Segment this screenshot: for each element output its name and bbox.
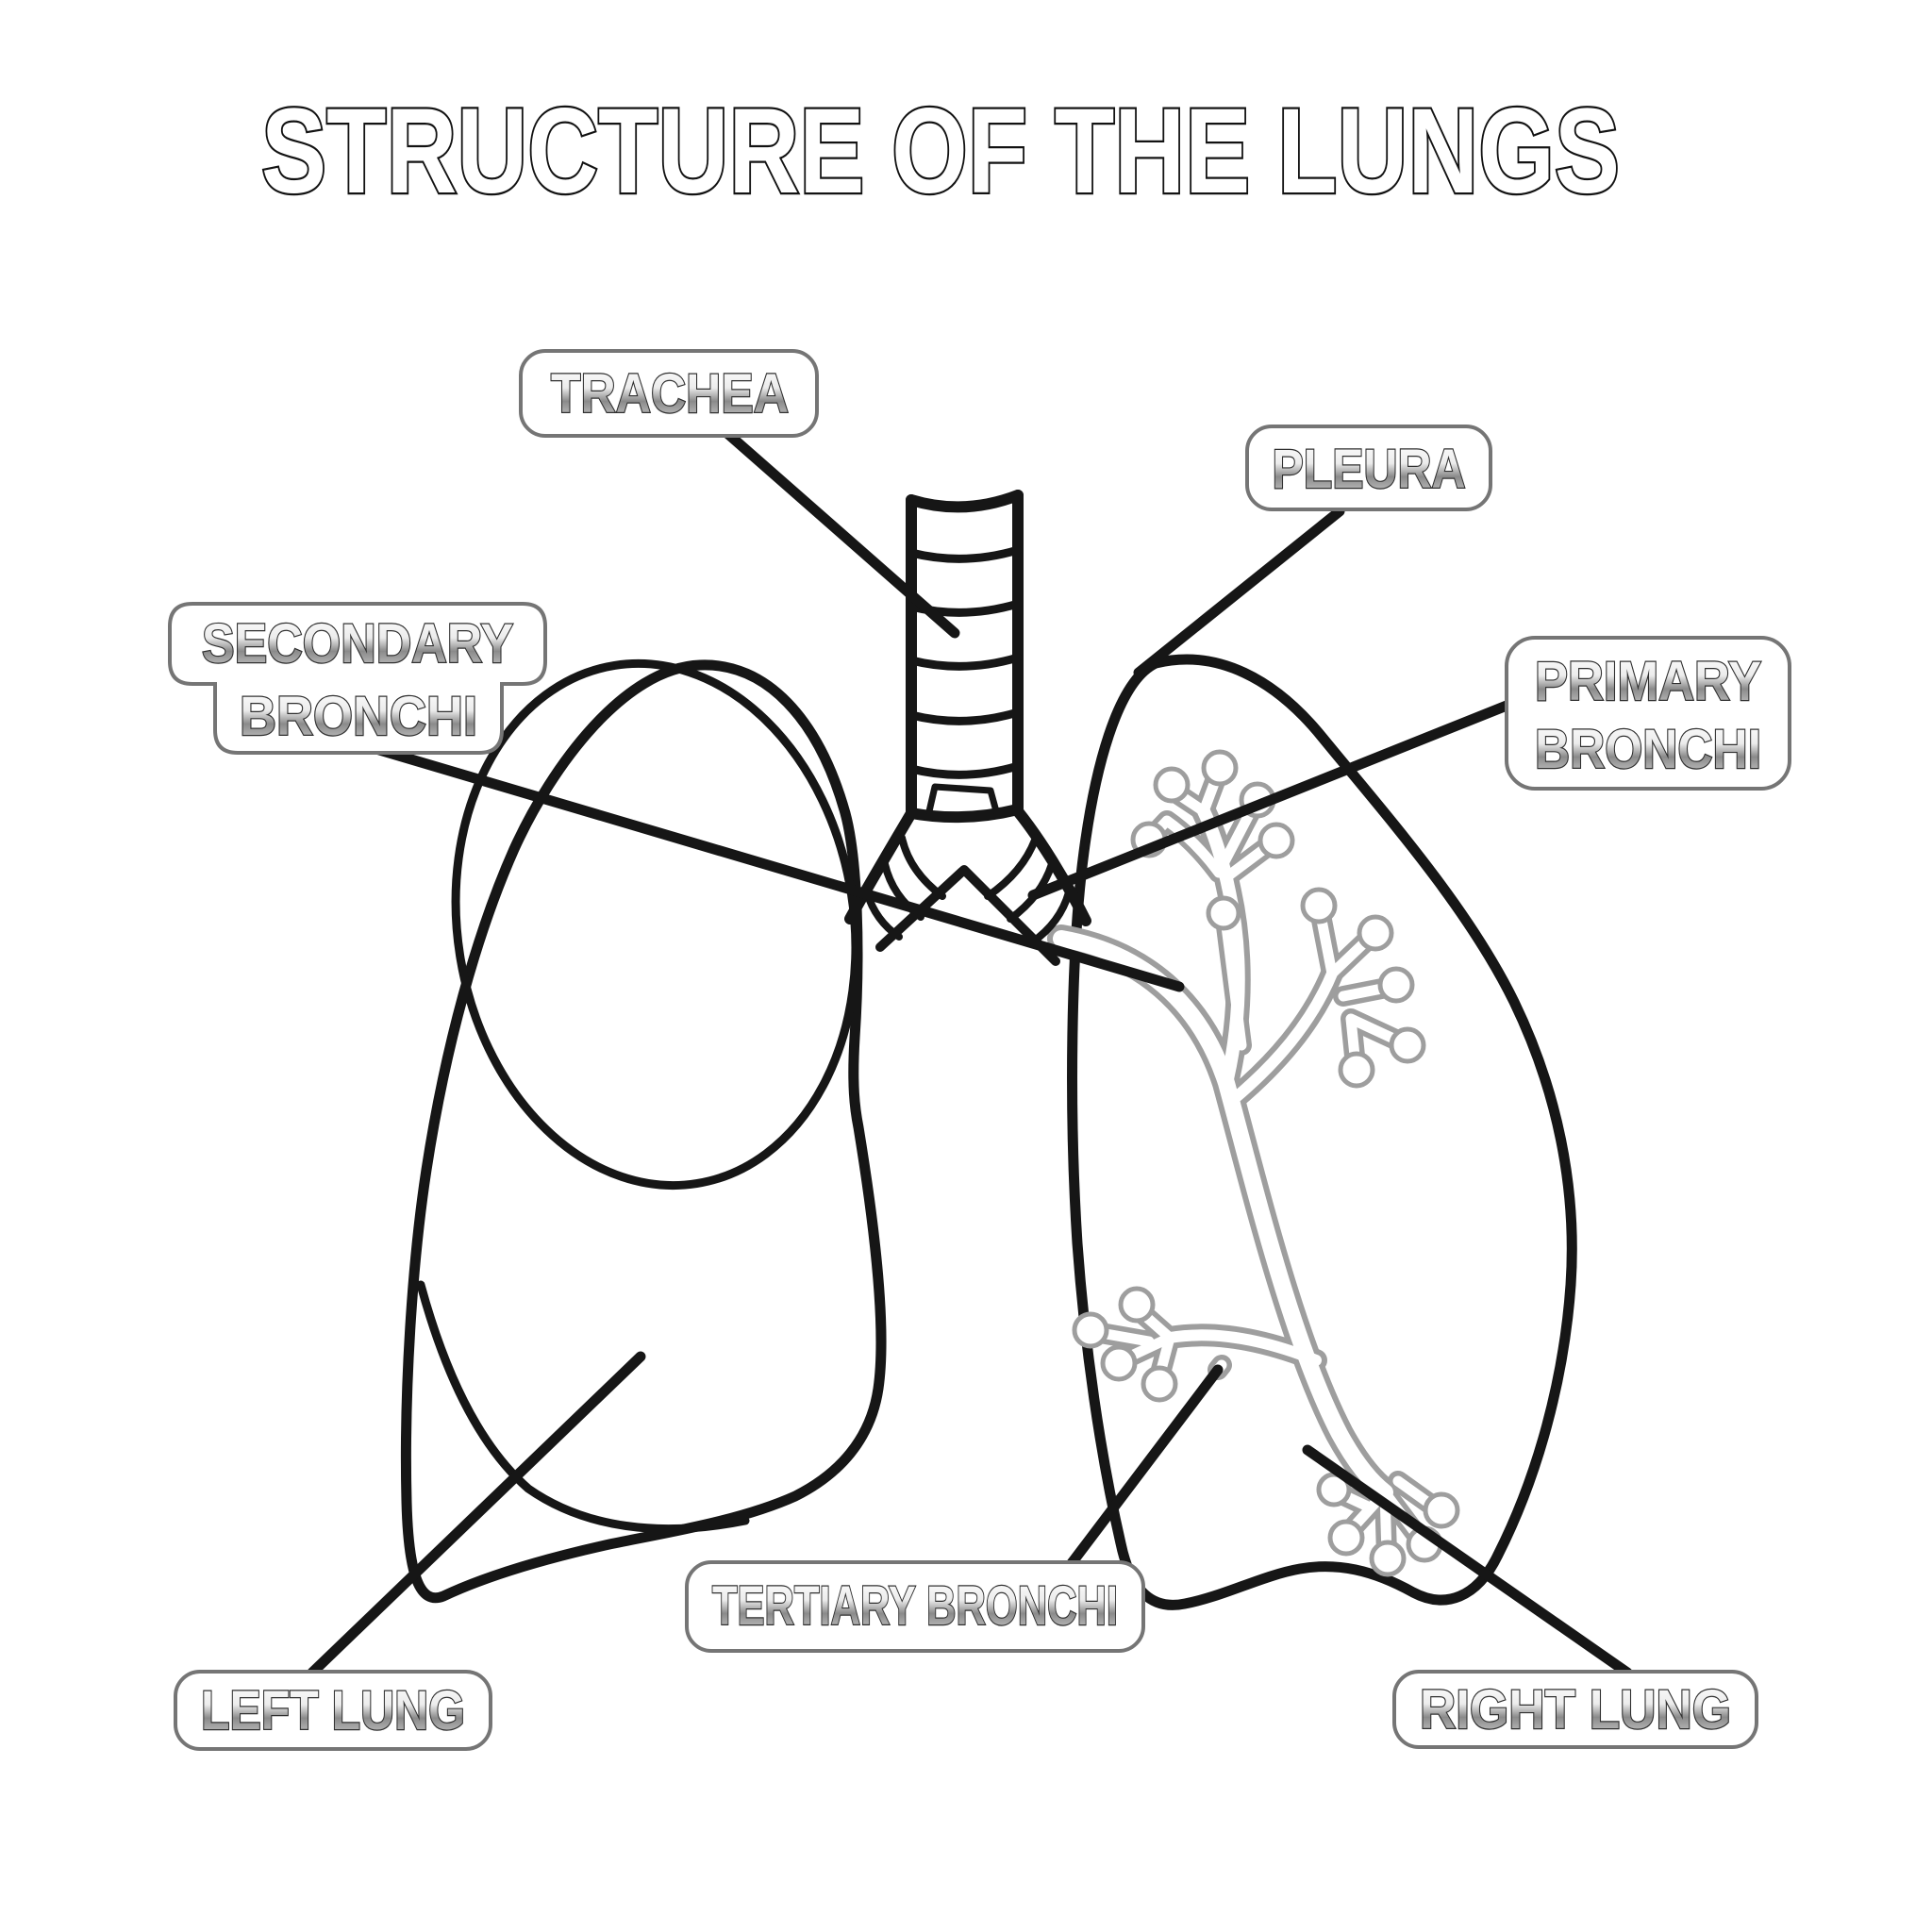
left-lung-outline bbox=[400, 659, 887, 1604]
label-secondary-bronchi: SECONDARY BRONCHI bbox=[168, 602, 547, 755]
trachea-drawing bbox=[844, 490, 1091, 966]
leader-lines bbox=[307, 416, 1633, 1678]
leader-line-trachea bbox=[708, 416, 960, 639]
carina bbox=[875, 865, 1060, 966]
leader-line-right-lung bbox=[1302, 1444, 1633, 1678]
label-right-lung: RIGHT LUNG bbox=[1392, 1670, 1758, 1749]
label-text-secondary-bronchi: BRONCHI bbox=[240, 686, 477, 747]
leader-line-primary-bronchi bbox=[1027, 700, 1512, 901]
label-box-primary-bronchi bbox=[1505, 636, 1791, 791]
label-text-right-lung: RIGHT LUNG bbox=[1420, 1679, 1731, 1740]
label-tertiary-bronchi: TERTIARY BRONCHI bbox=[685, 1560, 1145, 1653]
label-left-lung: LEFT LUNG bbox=[174, 1670, 492, 1751]
label-pleura: PLEURA bbox=[1245, 425, 1492, 511]
label-text-tertiary-bronchi: TERTIARY BRONCHI bbox=[712, 1575, 1118, 1637]
label-text-trachea: TRACHEA bbox=[551, 363, 789, 425]
label-text-primary: PRIMARY bbox=[1535, 651, 1761, 712]
leader-line-secondary-bronchi bbox=[364, 741, 1185, 992]
label-box-tertiary-bronchi bbox=[685, 1560, 1145, 1653]
leader-line-tertiary-bronchi bbox=[1066, 1364, 1224, 1569]
label-box-right-lung bbox=[1392, 1670, 1758, 1749]
left-lung-lower-fissure bbox=[416, 1280, 750, 1534]
alveoli-circles bbox=[1072, 749, 1460, 1577]
page-title: STRUCTURE OF THE LUNGS bbox=[261, 84, 1620, 219]
left-bronchus-outer-wall bbox=[844, 808, 917, 924]
label-box-secondary-bronchi bbox=[168, 602, 547, 755]
label-text-primary-bronchi: BRONCHI bbox=[1535, 719, 1761, 780]
bronchial-tree-drawing bbox=[1061, 749, 1460, 1577]
label-primary-bronchi: PRIMARY BRONCHI bbox=[1505, 636, 1791, 791]
label-text-pleura: PLEURA bbox=[1273, 439, 1466, 500]
leader-line-left-lung bbox=[307, 1351, 646, 1678]
trachea-top-edge bbox=[906, 490, 1024, 513]
label-box-pleura bbox=[1245, 425, 1492, 511]
bronchi-fork bbox=[844, 806, 1091, 966]
trachea-cartilage-tab bbox=[925, 783, 1000, 815]
leader-line-pleura bbox=[1133, 506, 1345, 678]
trachea-rings bbox=[907, 545, 1023, 779]
label-box-trachea bbox=[519, 349, 819, 438]
right-lung-outline bbox=[1067, 654, 1577, 1610]
label-trachea: TRACHEA bbox=[519, 349, 819, 438]
labels: TRACHEA PLEURA SECONDARY BRONCHI PRIMARY… bbox=[168, 349, 1791, 1751]
trachea-bottom-edge bbox=[906, 804, 1024, 824]
label-box-left-lung bbox=[174, 1670, 492, 1751]
right-lung-drawing bbox=[1067, 654, 1577, 1610]
label-text-left-lung: LEFT LUNG bbox=[201, 1680, 465, 1741]
label-text-secondary: SECONDARY bbox=[202, 613, 513, 675]
